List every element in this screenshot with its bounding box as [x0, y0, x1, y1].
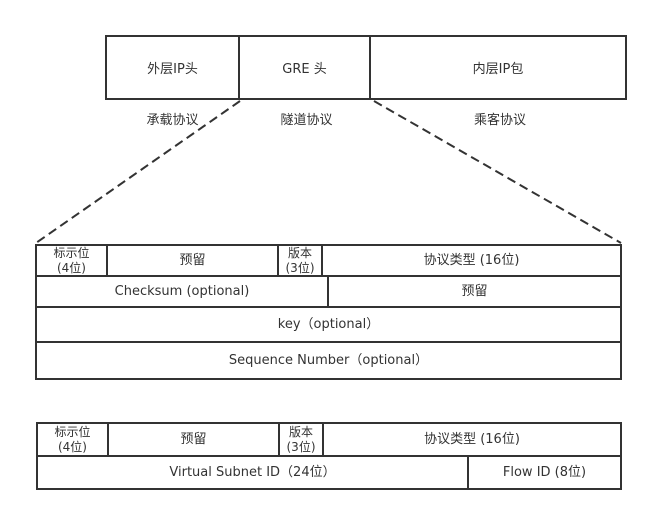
- field-reserved-2: 预留: [461, 283, 488, 299]
- segment-inner-ip-packet: 内层IP包: [472, 62, 524, 77]
- caption-tunnel-protocol: 隧道协议: [280, 113, 333, 128]
- field-key: key（optional）: [277, 316, 380, 332]
- field-reserved: 预留: [108, 246, 279, 275]
- field-version: 版本 (3位): [279, 246, 323, 275]
- nvgre-header-table: 标示位 (4位) 预留 版本 (3位) 协议类型 (16位) Virtual S…: [36, 422, 622, 490]
- gre-header-table: 标示位 (4位) 预留 版本 (3位) 协议类型 (16位) Checksum …: [35, 244, 622, 380]
- caption-passenger-protocol: 乘客协议: [473, 113, 526, 128]
- segment-outer-ip-header: 外层IP头: [107, 37, 240, 98]
- gre-header-row-2: Checksum (optional) 预留: [37, 277, 620, 308]
- packet-structure: 外层IP头 GRE 头 内层IP包: [105, 35, 627, 100]
- nvgre-header-row-2: Virtual Subnet ID（24位） Flow ID (8位): [38, 457, 620, 488]
- nvgre-header-row-1: 标示位 (4位) 预留 版本 (3位) 协议类型 (16位): [38, 424, 620, 457]
- segment-gre-header: GRE 头: [240, 37, 371, 98]
- field-flags: 标示位 (4位): [37, 246, 108, 275]
- field-version: 版本 (3位): [280, 424, 324, 455]
- field-reserved: 预留: [109, 424, 280, 455]
- gre-header-row-3: key（optional）: [37, 308, 620, 343]
- field-flags: 标示位 (4位): [38, 424, 109, 455]
- field-protocol-type: 协议类型 (16位): [424, 431, 520, 447]
- gre-header-row-4: Sequence Number（optional）: [37, 343, 620, 378]
- field-protocol-type: 协议类型 (16位): [423, 252, 520, 268]
- field-checksum: Checksum (optional): [37, 277, 329, 306]
- gre-header-row-1: 标示位 (4位) 预留 版本 (3位) 协议类型 (16位): [37, 246, 620, 277]
- field-virtual-subnet-id: Virtual Subnet ID（24位）: [38, 457, 469, 488]
- field-flow-id: Flow ID (8位): [502, 464, 587, 480]
- field-sequence-number: Sequence Number（optional）: [228, 352, 429, 368]
- caption-carrier-protocol: 承载协议: [146, 113, 199, 128]
